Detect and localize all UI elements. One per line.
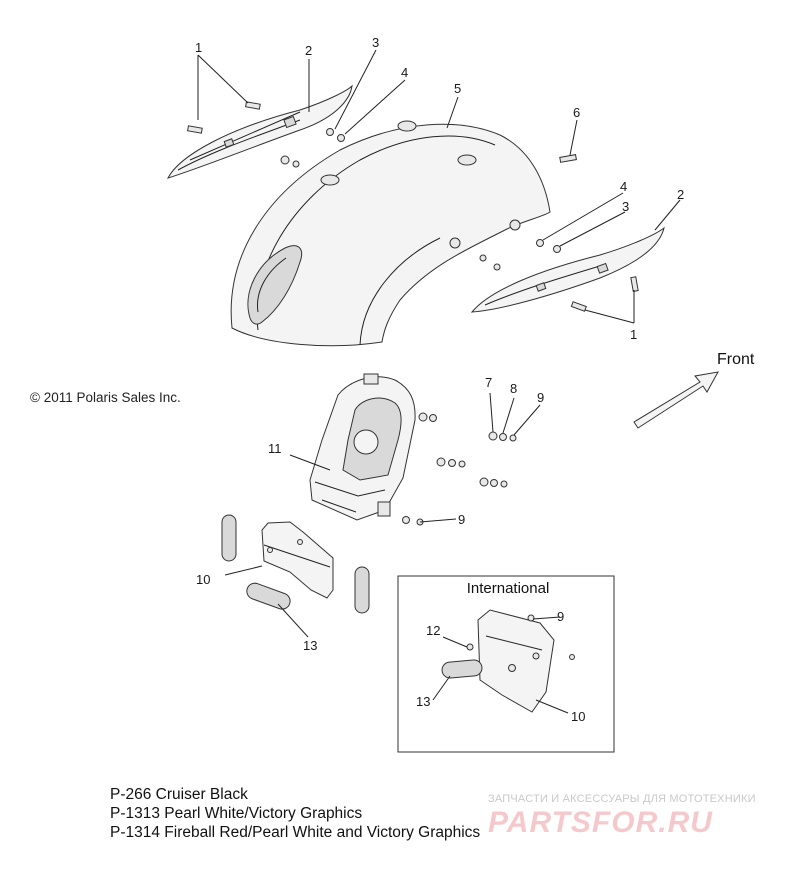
callout-1-right: 1 <box>630 327 637 342</box>
callout-1-left: 1 <box>195 40 202 55</box>
license-bracket <box>309 373 416 521</box>
reflector-left <box>221 514 237 562</box>
copyright-text: © 2011 Polaris Sales Inc. <box>30 390 181 405</box>
rear-fender <box>230 120 551 347</box>
callout-10: 10 <box>196 572 210 587</box>
legend-line: P-266 Cruiser Black <box>110 786 248 803</box>
washer-4-right <box>536 239 544 247</box>
callout-9-upper: 9 <box>537 390 544 405</box>
callout-9-lower: 9 <box>458 512 465 527</box>
watermark-logo: PARTSFOR.RU <box>488 806 713 839</box>
screw-right-lower <box>570 301 587 312</box>
nut-fender-a <box>479 254 487 262</box>
callout-3-left: 3 <box>372 35 379 50</box>
nut-left <box>280 155 300 168</box>
callout-4-left: 4 <box>401 65 408 80</box>
nut-3-upper <box>326 128 334 136</box>
watermark-tagline: ЗАПЧАСТИ И АКСЕССУАРЫ ДЛЯ МОТОТЕХНИКИ <box>488 793 756 805</box>
front-label: Front <box>717 351 755 368</box>
callout-12-intl: 12 <box>426 623 440 638</box>
international-box <box>397 575 615 753</box>
callout-13: 13 <box>303 638 317 653</box>
trim-strip-left <box>166 84 353 179</box>
callout-4-right: 4 <box>620 179 627 194</box>
intl-screw-12 <box>466 643 474 651</box>
washer-4-upper <box>337 134 345 142</box>
callout-8: 8 <box>510 381 517 396</box>
callout-3-right: 3 <box>622 199 629 214</box>
intl-lamp <box>441 659 483 679</box>
callout-2-left: 2 <box>305 43 312 58</box>
callout-2-right: 2 <box>677 187 684 202</box>
legend-line: P-1314 Fireball Red/Pearl White and Vict… <box>110 824 481 841</box>
leader-lines <box>197 49 681 714</box>
callout-13-intl: 13 <box>416 694 430 709</box>
plate-bracket <box>261 521 334 599</box>
intl-nut <box>569 654 575 660</box>
trim-strip-right <box>470 226 665 313</box>
nut-3-right <box>553 245 561 253</box>
callout-9-intl: 9 <box>557 609 564 624</box>
screw-right-upper <box>630 276 639 292</box>
front-arrow <box>633 371 719 429</box>
reflector-right <box>354 566 370 614</box>
international-title: International <box>466 580 550 597</box>
screw-left-upper <box>245 101 261 110</box>
intl-nut-9 <box>527 614 535 622</box>
callout-5: 5 <box>454 81 461 96</box>
hardware-stack-7-8-9 <box>402 412 517 526</box>
color-legend: P-266 Cruiser Black P-1313 Pearl White/V… <box>110 785 480 842</box>
callout-7: 7 <box>485 375 492 390</box>
callout-11: 11 <box>268 441 282 456</box>
callout-10-intl: 10 <box>571 709 585 724</box>
license-lamp <box>246 582 291 610</box>
intl-plate-bracket <box>477 609 555 713</box>
legend-line: P-1313 Pearl White/Victory Graphics <box>110 805 363 822</box>
screw-6 <box>559 154 577 163</box>
callout-6: 6 <box>573 105 580 120</box>
nut-fender-b <box>493 263 501 271</box>
screw-left-lower <box>187 125 203 134</box>
callout-labels: 1 2 3 4 5 6 4 3 2 1 7 8 9 11 9 10 13 9 1… <box>195 35 684 724</box>
